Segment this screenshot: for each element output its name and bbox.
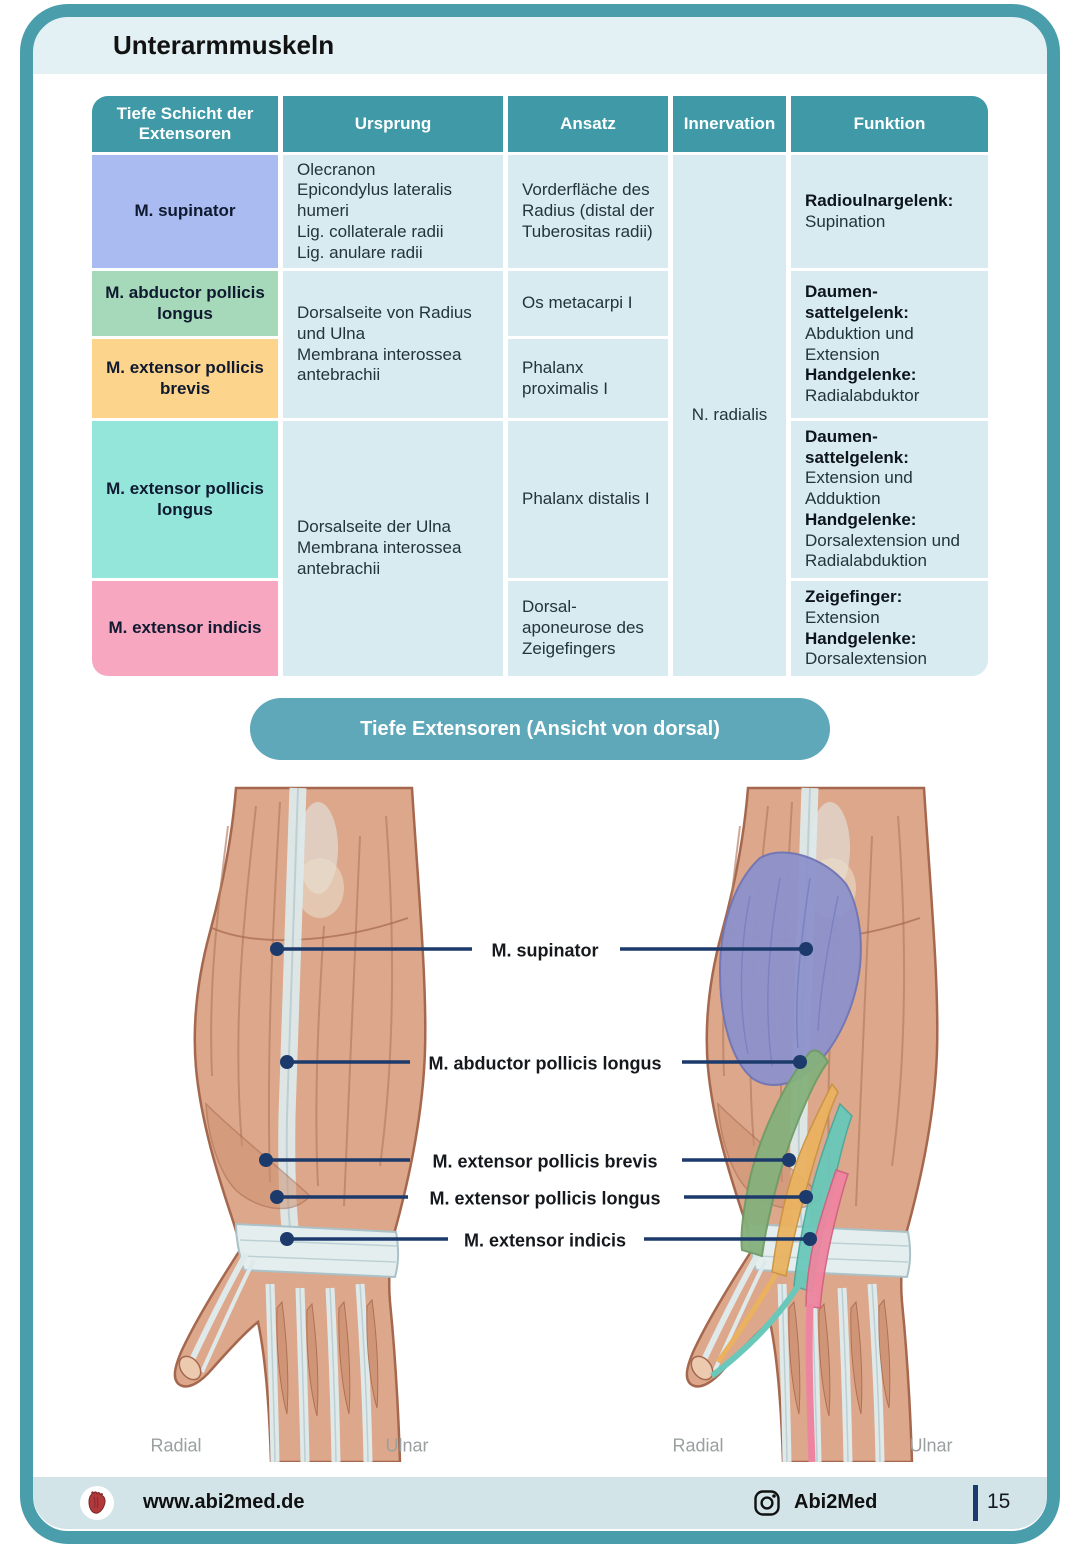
label-supinator: M. supinator — [491, 940, 599, 961]
label-indicis: M. extensor indicis — [463, 1230, 627, 1251]
ansatz-text: Os metacarpi I — [522, 293, 633, 313]
instagram-handle[interactable]: Abi2Med — [794, 1491, 878, 1513]
innervation-text: N. radialis — [691, 405, 768, 425]
ansatz-longus: Phalanx distalis I — [508, 421, 668, 578]
funktion-longus: Daumen- sattelgelenk: Extension und Addu… — [791, 421, 988, 578]
ursprung-supinator: Olecranon Epicondylus lateralis humeri L… — [283, 155, 503, 268]
label-longus: M. extensor pollicis longus — [429, 1188, 661, 1209]
ansatz-text: Phalanx distalis I — [522, 489, 650, 509]
title-band — [33, 16, 1047, 74]
instagram-icon[interactable] — [753, 1489, 781, 1522]
website-link[interactable]: www.abi2med.de — [143, 1491, 305, 1513]
funktion-joint-label: Daumen- sattelgelenk: — [805, 426, 909, 467]
section-banner-label: Tiefe Extensoren (Ansicht von dorsal) — [360, 717, 720, 740]
ansatz-text: Dorsal- aponeurose des Zeigefingers — [522, 597, 644, 658]
right-arm-ulnar-label: Ulnar — [909, 1435, 953, 1456]
funktion-text: Extension — [805, 607, 880, 627]
funktion-joint-label: Handgelenke: — [805, 365, 917, 385]
funktion-joint-label: Handgelenke: — [805, 628, 917, 648]
innervation-cell: N. radialis — [673, 155, 786, 676]
leader-dots — [259, 942, 817, 1246]
column-header-funktion: Funktion — [791, 96, 988, 152]
column-header-ansatz: Ansatz — [508, 96, 668, 152]
funktion-joint-label: Radioulnargelenk: — [805, 190, 954, 210]
muscle-name-supinator: M. supinator — [92, 155, 278, 268]
funktion-indicis: Zeigefinger: Extension Handgelenke: Dors… — [791, 581, 988, 676]
page-number: 15 — [987, 1490, 1011, 1513]
right-arm — [687, 788, 937, 1462]
left-arm — [175, 788, 425, 1462]
ursprung-text: Epicondylus lateralis humeri — [297, 180, 452, 221]
ursprung-text: Dorsalseite der Ulna — [297, 517, 452, 537]
funktion-joint-label: Zeigefinger: — [805, 587, 903, 607]
page-title: Unterarmmuskeln — [113, 30, 335, 60]
ursprung-text: Dorsalseite von Radius und Ulna — [297, 303, 472, 343]
funktion-text: Supination — [805, 211, 886, 231]
funktion-text: Radialabduktor — [805, 385, 920, 405]
ansatz-indicis: Dorsal- aponeurose des Zeigefingers — [508, 581, 668, 676]
funktion-text: Abduktion und Extension — [805, 323, 914, 364]
ansatz-supinator: Vorderfläche des Radius (distal der Tube… — [508, 155, 668, 268]
brevis-muscle-highlight — [771, 1082, 839, 1277]
column-header-ursprung: Ursprung — [283, 96, 503, 152]
ursprung-text: Membrana interossea antebrachii — [297, 344, 462, 385]
funktion-joint-label: Handgelenke: — [805, 509, 917, 529]
abductor-muscle-highlight — [740, 1049, 830, 1258]
muscle-name-longus: M. extensor pollicis longus — [92, 421, 278, 578]
funktion-text: Extension und Adduktion — [805, 468, 913, 509]
page-number-divider — [973, 1485, 978, 1521]
left-arm-radial-label: Radial — [150, 1435, 202, 1456]
label-abductor: M. abductor pollicis longus — [428, 1053, 662, 1074]
funktion-text: Dorsalextension — [805, 649, 927, 669]
ursprung-text: Olecranon — [297, 159, 376, 179]
funktion-text: Dorsalextension und Radialabduktion — [805, 530, 960, 571]
muscle-name-abductor: M. abductor pollicis longus — [92, 271, 278, 336]
ursprung-text: Membrana interossea antebrachii — [297, 538, 462, 578]
muscle-name-brevis: M. extensor pollicis brevis — [92, 339, 278, 418]
brand-logo — [80, 1486, 114, 1520]
muscle-name-indicis: M. extensor indicis — [92, 581, 278, 676]
ursprung-longus-indicis: Dorsalseite der Ulna Membrana interossea… — [283, 421, 503, 676]
right-arm-radial-label: Radial — [672, 1435, 724, 1456]
funktion-supinator: Radioulnargelenk: Supination — [791, 155, 988, 268]
ansatz-text: Phalanx proximalis I — [522, 357, 608, 398]
heart-icon — [88, 1491, 106, 1514]
left-arm-ulnar-label: Ulnar — [385, 1435, 429, 1456]
ursprung-text: Lig. anulare radii — [297, 242, 423, 262]
ursprung-abductor-brevis: Dorsalseite von Radius und Ulna Membrana… — [283, 271, 503, 418]
leader-lines — [266, 947, 810, 1241]
footer-band — [33, 1477, 1047, 1529]
muscle-table: Tiefe Schicht der Extensoren Ursprung An… — [92, 96, 988, 676]
ansatz-text: Vorderfläche des Radius (distal der Tube… — [522, 180, 655, 241]
section-banner: Tiefe Extensoren (Ansicht von dorsal) — [250, 698, 830, 760]
ansatz-abductor: Os metacarpi I — [508, 271, 668, 336]
forearm-illustration-svg — [130, 786, 980, 1462]
ursprung-text: Lig. collaterale radii — [297, 221, 444, 241]
column-header-schicht: Tiefe Schicht der Extensoren — [92, 96, 278, 152]
funktion-abductor-brevis: Daumen- sattelgelenk: Abduktion und Exte… — [791, 271, 988, 418]
column-header-innervation: Innervation — [673, 96, 786, 152]
funktion-joint-label: Daumen- sattelgelenk: — [805, 282, 909, 323]
ansatz-brevis: Phalanx proximalis I — [508, 339, 668, 418]
label-brevis: M. extensor pollicis brevis — [432, 1151, 658, 1172]
